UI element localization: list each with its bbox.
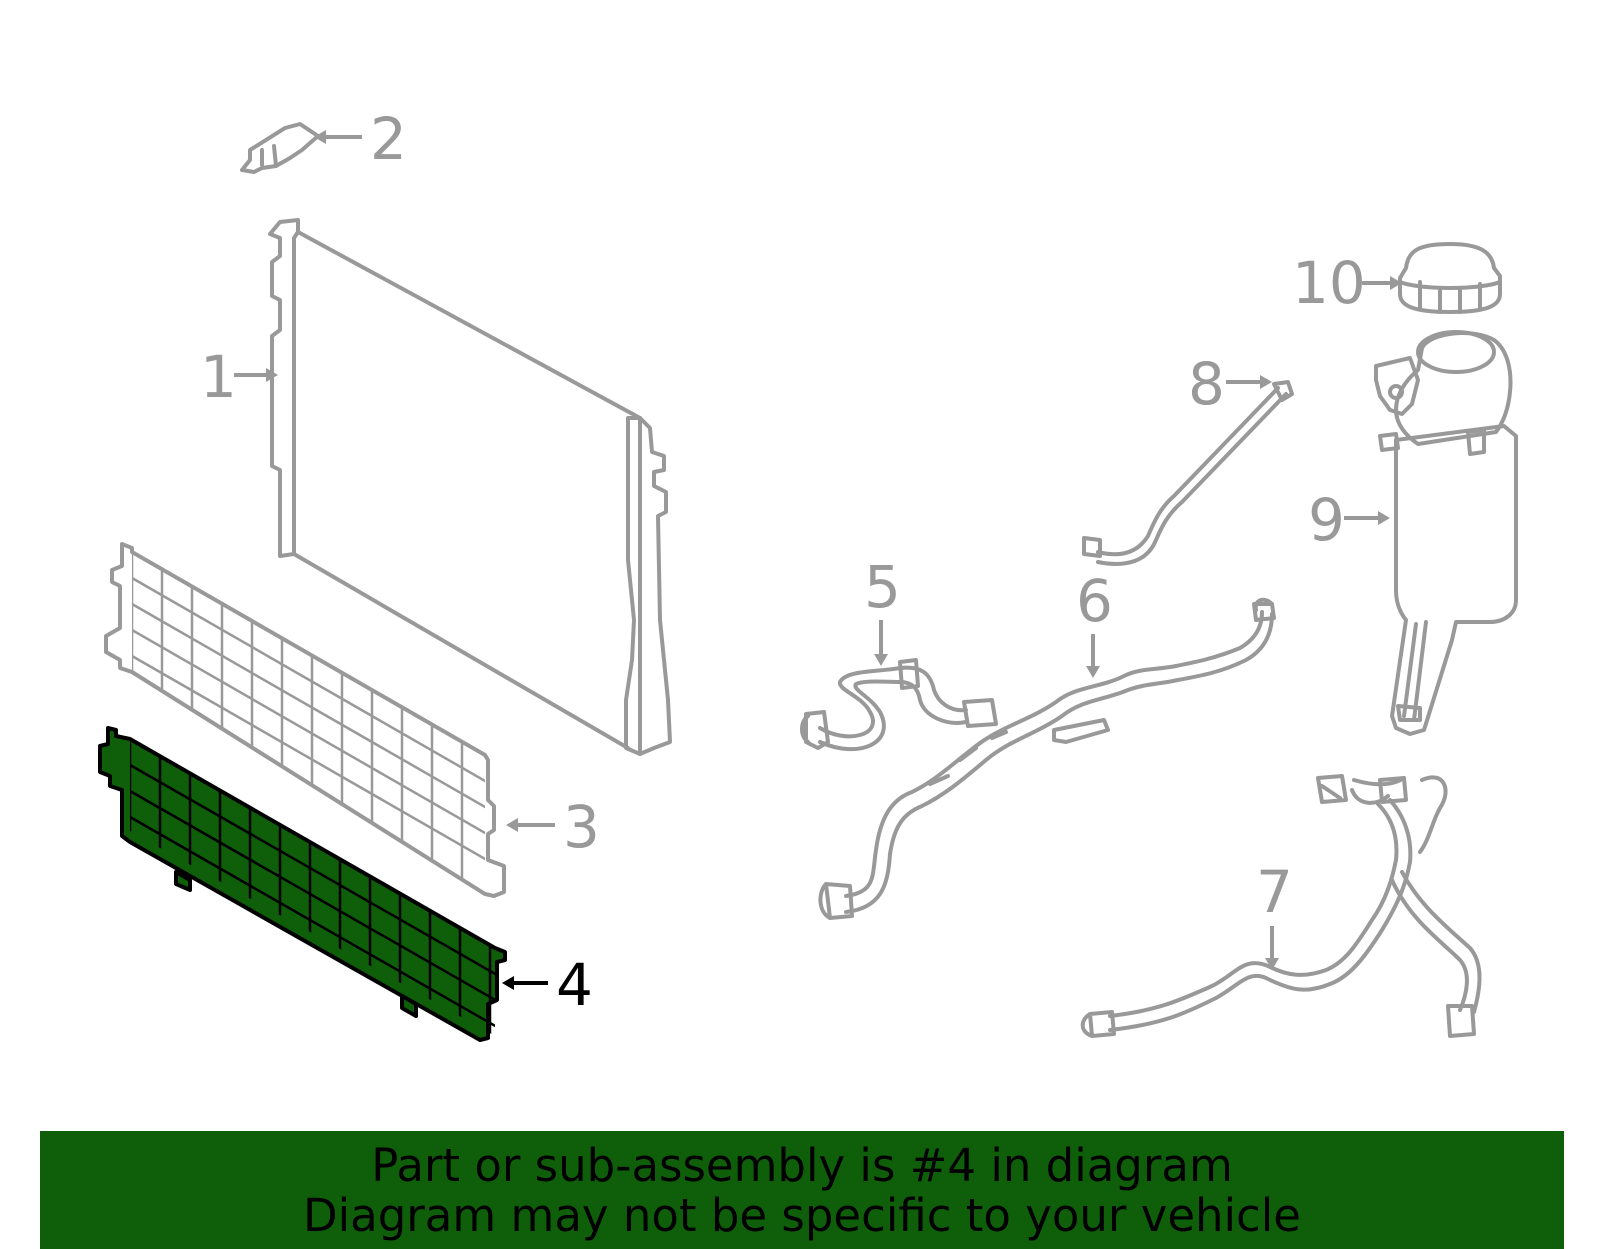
grid-line-horizontal xyxy=(132,617,485,862)
svg-text:4: 4 xyxy=(556,951,593,1019)
svg-text:1: 1 xyxy=(200,343,237,411)
callout-1: 1 xyxy=(200,343,278,411)
grid-line-horizontal xyxy=(130,804,495,1036)
part-10-cap[interactable] xyxy=(1398,242,1502,314)
grid-line-horizontal xyxy=(132,643,485,888)
banner-line-1: Part or sub-assembly is #4 in diagram xyxy=(371,1139,1233,1192)
callout-8: 8 xyxy=(1188,350,1272,418)
part-3-grid xyxy=(132,552,485,888)
info-banner: Part or sub-assembly is #4 in diagram Di… xyxy=(40,1131,1564,1249)
part-9-expansion-tank[interactable] xyxy=(1374,330,1518,736)
svg-text:6: 6 xyxy=(1076,567,1113,635)
callout-9: 9 xyxy=(1308,486,1390,554)
svg-text:8: 8 xyxy=(1188,350,1225,418)
part-6-hose[interactable] xyxy=(818,597,1276,920)
part-5-hose[interactable] xyxy=(800,658,998,752)
grid-line-horizontal xyxy=(132,591,485,836)
svg-text:3: 3 xyxy=(563,793,600,861)
svg-text:2: 2 xyxy=(370,105,407,173)
callout-10: 10 xyxy=(1292,249,1402,317)
callout-4: 4 xyxy=(502,951,593,1019)
callout-3: 3 xyxy=(506,793,600,861)
svg-text:5: 5 xyxy=(864,553,901,621)
part-1-radiator[interactable] xyxy=(268,218,672,756)
svg-text:10: 10 xyxy=(1292,249,1366,317)
callout-6: 6 xyxy=(1076,567,1113,678)
grid-line-horizontal xyxy=(130,752,495,995)
callout-5: 5 xyxy=(864,553,901,666)
banner-line-2: Diagram may not be specific to your vehi… xyxy=(303,1189,1301,1242)
part-3-grille[interactable] xyxy=(104,542,532,899)
part-4-lower-grille-highlighted[interactable] xyxy=(98,726,530,1055)
grid-line-horizontal xyxy=(132,565,485,810)
part-7-hose[interactable] xyxy=(1080,774,1482,1038)
callout-2: 2 xyxy=(314,105,407,173)
grid-line-horizontal xyxy=(130,778,495,1021)
callout-7: 7 xyxy=(1256,858,1293,970)
part-8-hose[interactable] xyxy=(1082,380,1294,566)
part-2-sensor[interactable] xyxy=(240,122,320,174)
svg-text:7: 7 xyxy=(1256,858,1293,926)
svg-text:9: 9 xyxy=(1308,486,1345,554)
